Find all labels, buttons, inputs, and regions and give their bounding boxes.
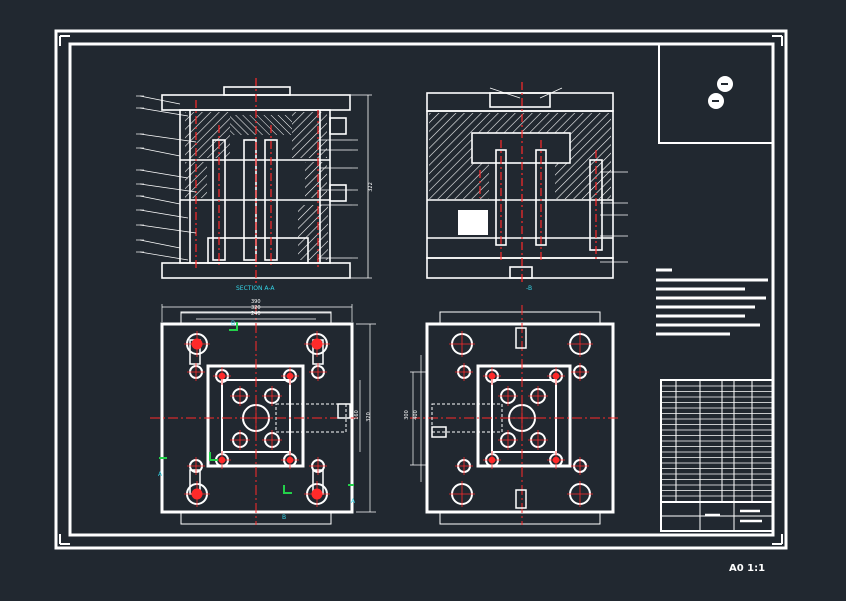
technical-notes (656, 268, 768, 336)
leader-line (139, 224, 197, 234)
section-b-b-label: -B (526, 285, 533, 292)
dim-right-160: 160 (353, 410, 360, 420)
parts-list-table (660, 379, 774, 532)
scale-note: A0 1:1 (729, 563, 766, 574)
section-marker-b-top: B (231, 320, 236, 327)
dim-top-inner: 240 (251, 311, 261, 317)
dim-right-320: 320 (365, 412, 372, 422)
drawing-border (54, 29, 788, 550)
plan-view-right (410, 305, 620, 525)
leader-line (139, 239, 181, 249)
dim-tr-300: 300 (403, 410, 410, 420)
leader-line (139, 147, 181, 157)
leader-line (139, 169, 189, 179)
leader-line (139, 209, 189, 219)
dim-top-overall: 390 (251, 299, 261, 305)
dim-top-mid: 320 (251, 305, 261, 311)
section-b-b-view (426, 82, 628, 282)
section-a-a-view (136, 78, 372, 285)
section-a-a-label: SECTION A-A (236, 285, 275, 292)
leader-line (139, 107, 189, 117)
corner-title-box (658, 43, 774, 144)
leader-line (139, 95, 181, 105)
leader-line (139, 183, 197, 193)
dim-section-height: 322 (367, 182, 374, 192)
plan-view-left (150, 304, 376, 525)
leader-line (489, 87, 521, 99)
section-marker-a-right: A (351, 498, 356, 505)
leader-line (139, 133, 197, 143)
leader-line (139, 195, 181, 205)
leader-line (539, 87, 563, 99)
leader-line (139, 251, 189, 261)
dim-tr-400: 400 (412, 410, 419, 420)
section-marker-b-bottom: B (282, 514, 287, 521)
section-marker-a-left: A (158, 471, 163, 478)
